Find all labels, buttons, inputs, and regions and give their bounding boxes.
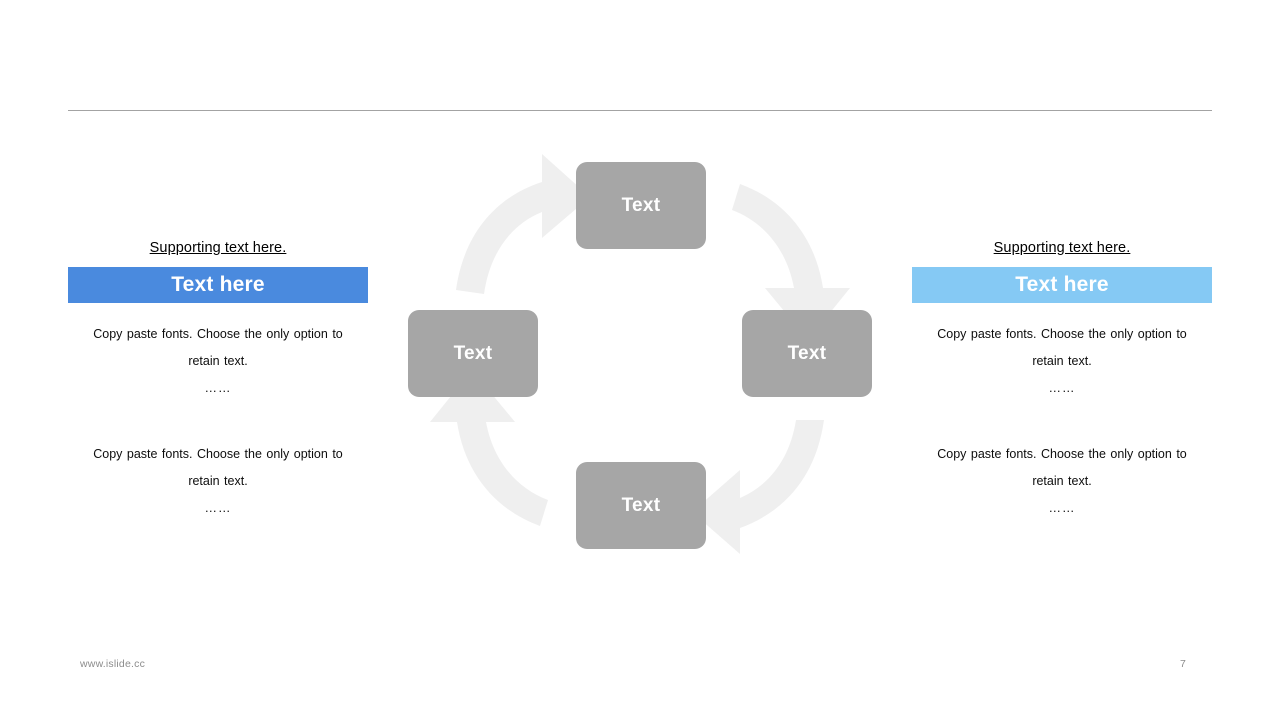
- curved-arrow-down-right-icon: [732, 184, 850, 340]
- cycle-arrows-group: [430, 154, 850, 554]
- cycle-node-left-label: Text: [453, 342, 493, 364]
- left-body2-dots: ……: [204, 501, 232, 515]
- cycle-diagram: Text Text Text Text: [390, 140, 890, 570]
- left-heading-bar[interactable]: Text here: [68, 267, 368, 303]
- right-body2-line1: Copy paste fonts. Choose the only option: [937, 447, 1172, 461]
- title-divider: [68, 110, 1212, 111]
- right-body2-line2: to retain text.: [1032, 447, 1187, 488]
- cycle-node-bottom-label: Text: [621, 494, 661, 516]
- footer-website[interactable]: www.islide.cc: [80, 658, 146, 670]
- left-body-paragraph-1: Copy paste fonts. Choose the only option…: [68, 321, 368, 402]
- left-body-paragraph-2: Copy paste fonts. Choose the only option…: [68, 441, 368, 522]
- curved-arrow-down-left-icon: [692, 420, 824, 554]
- right-body1-dots: ……: [1048, 381, 1076, 395]
- curved-arrow-up-right-icon: [456, 154, 590, 294]
- right-content-column: Supporting text here. Text here Copy pas…: [912, 238, 1212, 522]
- left-supporting-text: Supporting text here.: [149, 240, 287, 256]
- footer-page-number: 7: [1180, 658, 1186, 670]
- left-body1-line1: Copy paste fonts. Choose the only option: [93, 327, 328, 341]
- left-body2-line1: Copy paste fonts. Choose the only option: [93, 447, 328, 461]
- right-body-paragraph-2: Copy paste fonts. Choose the only option…: [912, 441, 1212, 522]
- cycle-node-bottom[interactable]: Text: [576, 462, 706, 549]
- cycle-node-right-label: Text: [787, 342, 827, 364]
- right-body-paragraph-1: Copy paste fonts. Choose the only option…: [912, 321, 1212, 402]
- left-content-column: Supporting text here. Text here Copy pas…: [68, 238, 368, 522]
- right-body1-line2: to retain text.: [1032, 327, 1187, 368]
- slide-title-area[interactable]: [68, 34, 1212, 104]
- left-body1-dots: ……: [204, 381, 232, 395]
- cycle-node-left[interactable]: Text: [408, 310, 538, 397]
- cycle-node-top[interactable]: Text: [576, 162, 706, 249]
- left-body2-line2: to retain text.: [188, 447, 343, 488]
- right-supporting-text: Supporting text here.: [993, 240, 1131, 256]
- cycle-node-right[interactable]: Text: [742, 310, 872, 397]
- right-body2-dots: ……: [1048, 501, 1076, 515]
- right-body1-line1: Copy paste fonts. Choose the only option: [937, 327, 1172, 341]
- right-heading-bar[interactable]: Text here: [912, 267, 1212, 303]
- cycle-node-top-label: Text: [621, 194, 661, 216]
- curved-arrow-up-left-icon: [430, 370, 548, 526]
- left-body1-line2: to retain text.: [188, 327, 343, 368]
